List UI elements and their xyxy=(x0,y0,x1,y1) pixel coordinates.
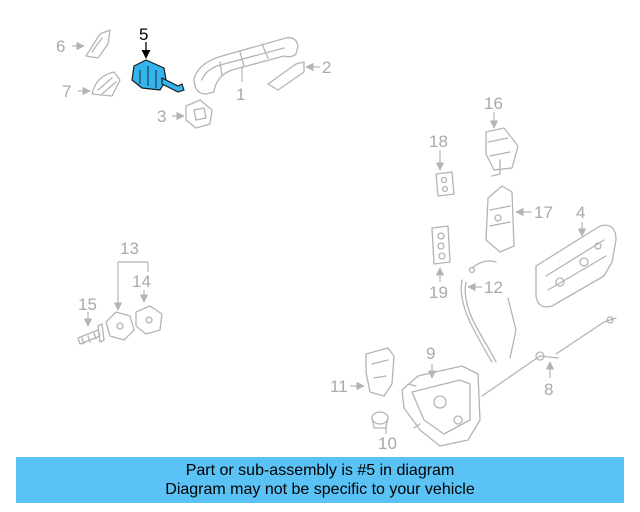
callout-4: 4 xyxy=(576,203,585,222)
part-14-pad xyxy=(135,305,163,335)
callout-3: 3 xyxy=(157,107,166,126)
callout-7: 7 xyxy=(62,82,71,101)
callout-12: 12 xyxy=(484,278,503,297)
banner-line-1: Part or sub-assembly is #5 in diagram xyxy=(185,462,455,479)
part-12-cable xyxy=(460,260,517,363)
part-10-grommet xyxy=(371,411,389,429)
callout-1: 1 xyxy=(236,85,245,104)
part-11-bracket xyxy=(365,347,395,397)
part-2-insert xyxy=(267,61,305,91)
callout-2: 2 xyxy=(322,58,331,77)
part-4-door-module xyxy=(535,224,617,308)
callout-6: 6 xyxy=(56,37,65,56)
callout-10: 10 xyxy=(378,434,397,453)
callout-19: 19 xyxy=(429,283,448,302)
part-1-outside-handle xyxy=(193,37,299,95)
part-7-cover xyxy=(91,71,121,97)
callout-9: 9 xyxy=(426,344,435,363)
callout-11: 11 xyxy=(330,377,348,396)
part-3-gasket xyxy=(185,99,213,129)
part-19-seal xyxy=(431,225,451,265)
callout-16: 16 xyxy=(484,94,503,113)
part-15-screw xyxy=(77,323,105,345)
callout-5: 5 xyxy=(139,25,148,44)
callout-13: 13 xyxy=(120,239,139,258)
callout-14: 14 xyxy=(132,272,151,291)
part-5-lock-cylinder xyxy=(131,59,185,93)
callout-8: 8 xyxy=(544,380,553,399)
part-9-latch xyxy=(401,365,481,447)
part-13-bracket xyxy=(105,311,135,341)
info-banner: Part or sub-assembly is #5 in diagram Di… xyxy=(16,457,624,503)
part-8-rod xyxy=(481,316,617,397)
part-18-plate xyxy=(435,171,455,197)
part-6-trim-cap xyxy=(85,29,111,59)
callout-18: 18 xyxy=(429,132,448,151)
part-16-hinge xyxy=(485,127,519,177)
callout-15: 15 xyxy=(78,295,97,314)
callout-17: 17 xyxy=(534,203,553,222)
part-17-hinge xyxy=(485,185,515,253)
banner-line-2: Diagram may not be specific to your vehi… xyxy=(165,481,475,498)
